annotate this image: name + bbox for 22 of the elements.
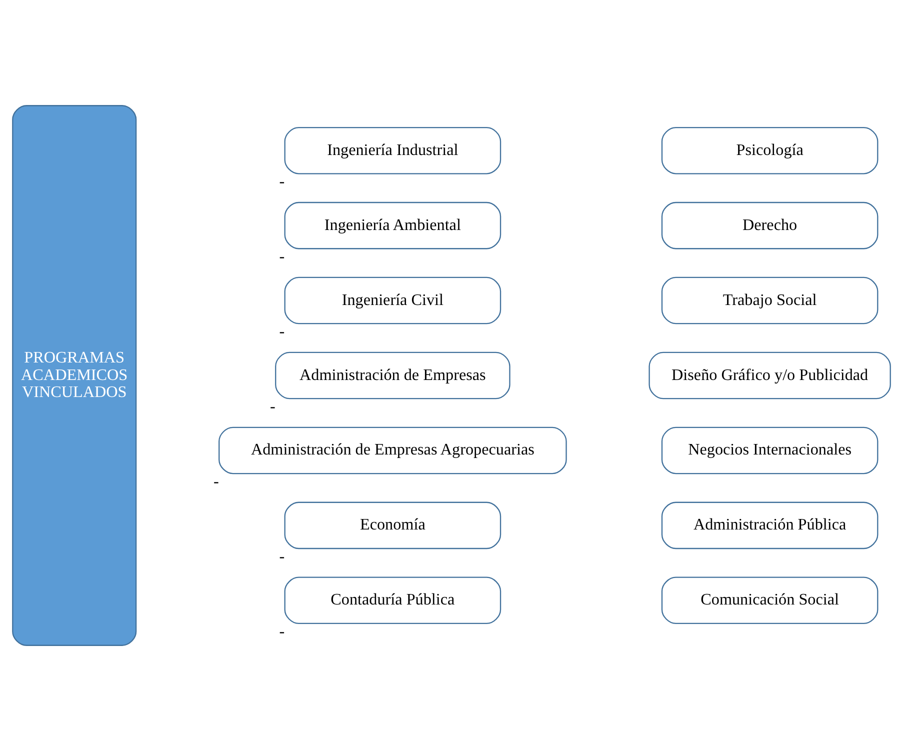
- node-label: -: [279, 174, 285, 191]
- node-box: Ingeniería Civil: [284, 276, 502, 324]
- node-box: Contaduría Pública: [284, 576, 502, 624]
- node-label: -: [279, 548, 285, 566]
- node-box: Ingeniería Ambiental: [284, 202, 502, 250]
- node-box: Ingeniería Industrial: [284, 126, 502, 174]
- node-box: Psicología: [661, 126, 878, 174]
- node-box: PROGRAMAS ACADEMICOS VINCULADOS: [12, 105, 137, 646]
- node-label: -: [279, 623, 285, 640]
- node-label: -: [214, 473, 219, 490]
- node-box: Negocios Internacionales: [661, 426, 878, 474]
- node-box: Administración de Empresas Agropecuarias: [218, 426, 567, 474]
- node-box: Diseño Gráfico y/o Publicidad: [648, 352, 891, 400]
- node-label: -: [270, 398, 276, 416]
- node-box: Administración de Empresas: [275, 352, 510, 400]
- node-label: -: [279, 248, 285, 266]
- node-box: Trabajo Social: [661, 276, 878, 324]
- node-label: -: [279, 324, 285, 341]
- node-box: Administración Pública: [661, 502, 878, 550]
- node-box: Comunicación Social: [661, 576, 878, 624]
- node-box: Economía: [284, 502, 502, 550]
- node-box: Derecho: [661, 202, 878, 250]
